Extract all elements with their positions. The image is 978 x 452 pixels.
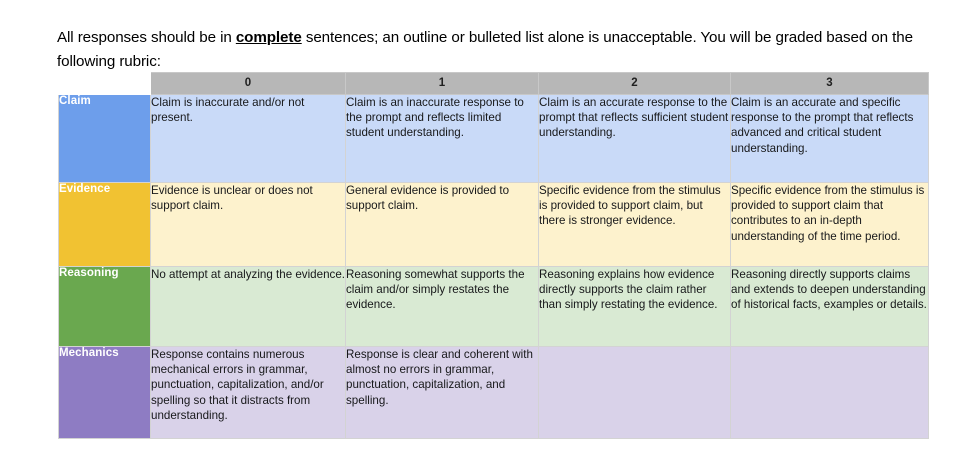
rubric-row-mechanics: Mechanics Response contains numerous mec… <box>58 346 929 439</box>
rubric-cell-mechanics-0: Response contains numerous mechanical er… <box>150 346 346 439</box>
intro-text-after: sentences; an outline or bulleted list a… <box>57 29 913 71</box>
rubric-cell-mechanics-2 <box>538 346 731 439</box>
rubric-cell-evidence-3: Specific evidence from the stimulus is p… <box>730 182 929 267</box>
rubric-cell-reasoning-1: Reasoning somewhat supports the claim an… <box>345 266 539 347</box>
rubric-header-row: 0 1 2 3 <box>58 72 929 95</box>
rubric-cell-claim-0: Claim is inaccurate and/or not present. <box>150 94 346 183</box>
rubric-cell-reasoning-3: Reasoning directly supports claims and e… <box>730 266 929 347</box>
rubric-cell-reasoning-2: Reasoning explains how evidence directly… <box>538 266 731 347</box>
rubric-table: 0 1 2 3 Claim Claim is inaccurate and/or… <box>58 72 929 439</box>
rubric-cell-claim-2: Claim is an accurate response to the pro… <box>538 94 731 183</box>
rubric-cell-mechanics-3 <box>730 346 929 439</box>
score-header-2: 2 <box>538 72 731 95</box>
rubric-cell-evidence-2: Specific evidence from the stimulus is p… <box>538 182 731 267</box>
score-header-3: 3 <box>730 72 929 95</box>
intro-paragraph: All responses should be in complete sent… <box>57 26 929 74</box>
rubric-cell-evidence-0: Evidence is unclear or does not support … <box>150 182 346 267</box>
rubric-row-reasoning: Reasoning No attempt at analyzing the ev… <box>58 266 929 347</box>
rubric-row-evidence: Evidence Evidence is unclear or does not… <box>58 182 929 267</box>
rubric-row-claim: Claim Claim is inaccurate and/or not pre… <box>58 94 929 183</box>
rubric-cell-reasoning-0: No attempt at analyzing the evidence. <box>150 266 346 347</box>
criterion-label-evidence: Evidence <box>58 182 151 267</box>
criterion-label-reasoning: Reasoning <box>58 266 151 347</box>
intro-text-before: All responses should be in <box>57 29 236 47</box>
rubric-corner-cell <box>58 72 151 95</box>
rubric-cell-mechanics-1: Response is clear and coherent with almo… <box>345 346 539 439</box>
intro-emphasis-complete: complete <box>235 29 302 47</box>
criterion-label-claim: Claim <box>58 94 151 183</box>
rubric-cell-claim-3: Claim is an accurate and specific respon… <box>730 94 929 183</box>
rubric-table-wrapper: 0 1 2 3 Claim Claim is inaccurate and/or… <box>58 72 929 439</box>
criterion-label-mechanics: Mechanics <box>58 346 151 439</box>
score-header-0: 0 <box>150 72 346 95</box>
rubric-cell-claim-1: Claim is an inaccurate response to the p… <box>345 94 539 183</box>
rubric-cell-evidence-1: General evidence is provided to support … <box>345 182 539 267</box>
score-header-1: 1 <box>345 72 539 95</box>
